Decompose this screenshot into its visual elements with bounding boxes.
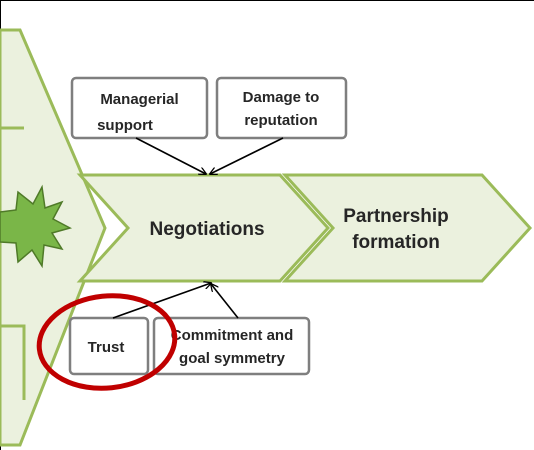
damage-to-reputation-box — [215, 76, 348, 140]
trust-box — [68, 316, 150, 376]
commitment-goal-symmetry-arrow — [211, 284, 239, 319]
negotiations-chevron — [76, 173, 331, 283]
trust-label: Trust — [88, 339, 125, 356]
damage-to-reputation-label-line2: reputation — [244, 112, 317, 129]
partnership-formation-label-line2: formation — [352, 232, 440, 253]
partnership-formation-chevron — [281, 173, 533, 283]
managerial-support-box — [70, 76, 209, 140]
managerial-support-arrow — [135, 137, 206, 174]
managerial-support-label-line1: Managerial — [100, 91, 178, 108]
commitment-goal-symmetry-label-line2: goal symmetry — [179, 350, 286, 367]
trust-highlight-ring — [36, 293, 178, 391]
managerial-support-label-line2: support — [97, 117, 153, 134]
commitment-goal-symmetry-box — [152, 316, 311, 376]
previous-stage-inner-edge — [0, 126, 26, 400]
negotiations-label: Negotiations — [149, 219, 264, 240]
commitment-goal-symmetry-label-line1: Commitment and — [171, 327, 294, 344]
damage-to-reputation-label-line1: Damage to — [243, 89, 320, 106]
trust-arrow — [112, 283, 211, 319]
damage-to-reputation-arrow — [210, 137, 284, 174]
starburst-icon — [0, 184, 73, 269]
partnership-formation-label-line1: Partnership — [343, 206, 449, 227]
